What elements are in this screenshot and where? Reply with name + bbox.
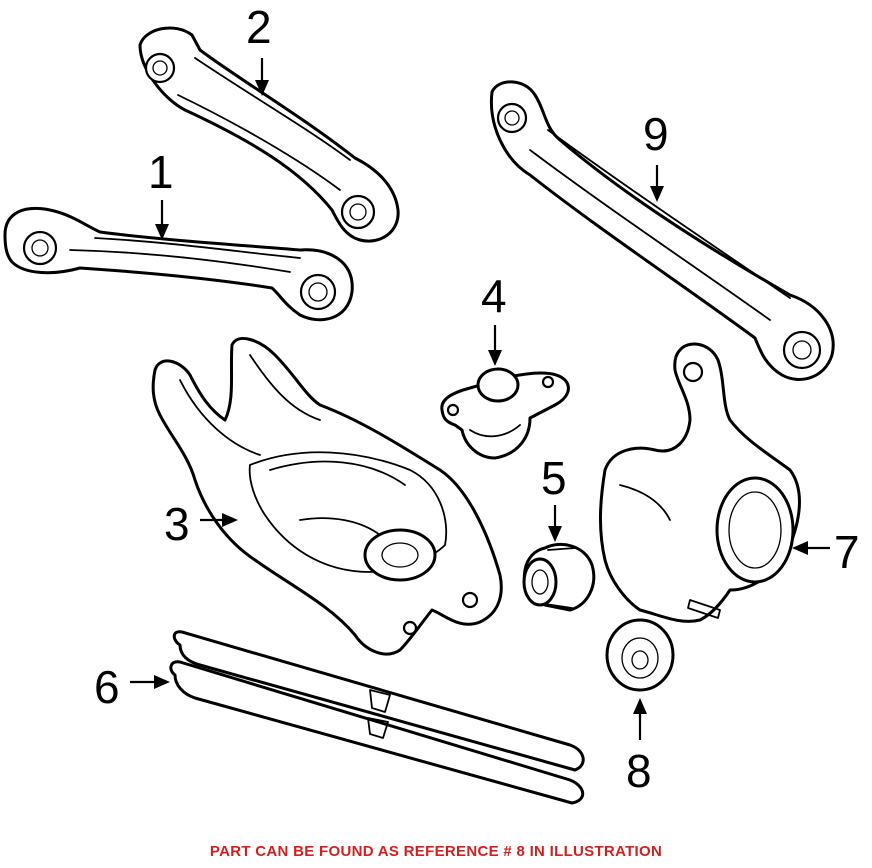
callout-6: 6 xyxy=(94,661,120,713)
part-4-mount xyxy=(440,367,570,460)
part-3-trailing-arm xyxy=(151,337,503,656)
part-6-link-rod xyxy=(169,630,585,805)
callout-5: 5 xyxy=(541,452,567,504)
part-8-bushing xyxy=(605,618,675,692)
part-5-bushing xyxy=(522,542,596,612)
leader-arrows xyxy=(130,58,830,740)
callout-9: 9 xyxy=(643,108,669,160)
callout-4: 4 xyxy=(481,270,507,322)
callout-1: 1 xyxy=(148,146,174,198)
part-2-upper-control-arm xyxy=(138,26,400,243)
callout-8: 8 xyxy=(626,745,652,797)
callout-2: 2 xyxy=(246,1,272,53)
callout-7: 7 xyxy=(834,526,860,578)
reference-caption: PART CAN BE FOUND AS REFERENCE # 8 IN IL… xyxy=(209,843,663,860)
part-7-knuckle xyxy=(599,342,801,623)
part-1-lower-control-arm xyxy=(3,206,354,322)
part-9-control-arm xyxy=(489,80,835,381)
callout-3: 3 xyxy=(164,498,190,550)
